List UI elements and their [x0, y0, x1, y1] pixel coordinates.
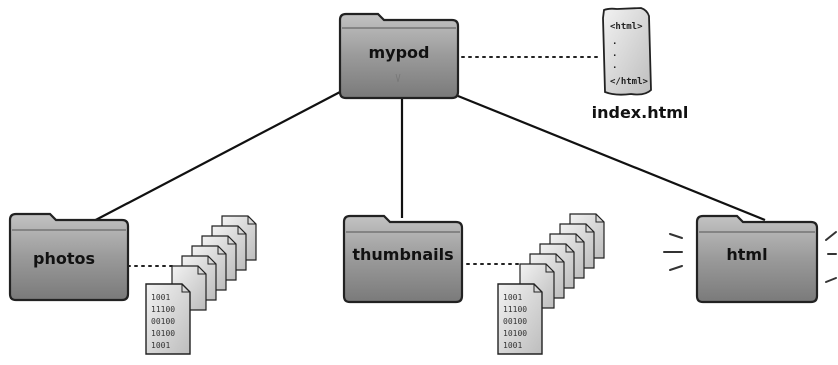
file-label-index: index.html	[592, 103, 689, 122]
svg-text:1001: 1001	[503, 341, 522, 350]
folder-icon	[342, 214, 464, 304]
svg-text:1001: 1001	[151, 341, 170, 350]
folder-html: html	[695, 214, 819, 304]
folder-thumbnails: thumbnails	[342, 214, 464, 304]
folder-icon	[695, 214, 819, 304]
svg-text:10100: 10100	[503, 329, 527, 338]
folder-label-mypod: mypod	[369, 43, 430, 62]
connector-lines	[87, 56, 766, 267]
folder-icon	[8, 212, 130, 302]
svg-text:11100: 11100	[503, 305, 527, 314]
svg-text:1001: 1001	[503, 293, 522, 302]
code-close-tag: </html>	[610, 77, 649, 87]
svg-text:10100: 10100	[151, 329, 175, 338]
folder-icon	[338, 12, 460, 100]
folder-photos: photos	[8, 212, 130, 302]
folder-label-thumbnails: thumbnails	[352, 245, 453, 264]
svg-text:11100: 11100	[151, 305, 175, 314]
binary-file-icon: 1001 11100 00100 10100 1001	[497, 283, 543, 355]
document-icon	[602, 7, 652, 96]
file-index-html: <html> . . . </html>	[602, 7, 652, 96]
svg-text:.: .	[612, 61, 617, 71]
folder-label-photos: photos	[33, 249, 95, 268]
folder-mypod: mypod	[338, 12, 460, 100]
photos-file-stack: 1001 11100 00100 10100 1001	[145, 215, 257, 355]
svg-text:.: .	[612, 37, 617, 47]
svg-text:00100: 00100	[151, 317, 175, 326]
folder-label-html: html	[726, 245, 767, 264]
svg-text:1001: 1001	[151, 293, 170, 302]
binary-file-icon: 1001 11100 00100 10100 1001	[145, 283, 191, 355]
svg-text:.: .	[612, 49, 617, 59]
thumbnails-file-stack: 1001 11100 00100 10100 1001	[497, 213, 605, 355]
line-root-html	[457, 94, 766, 222]
highlight-marks	[663, 231, 837, 283]
code-open-tag: <html>	[610, 22, 643, 32]
line-root-photos	[87, 91, 341, 225]
svg-text:00100: 00100	[503, 317, 527, 326]
